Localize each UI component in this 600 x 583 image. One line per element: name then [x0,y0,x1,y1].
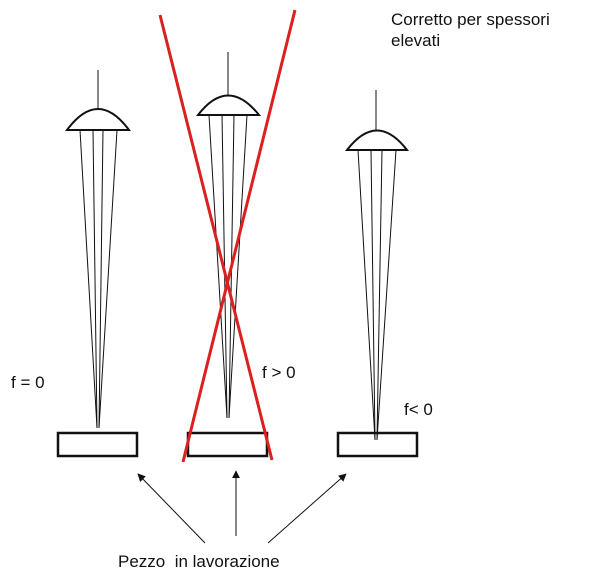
beam-ray-inner-right [376,149,383,441]
cross-line-left [158,14,274,461]
arrow-to-left-workpiece [137,473,206,544]
beam-ray-right [98,129,118,429]
lens [344,129,410,151]
cross-line-right [181,9,297,463]
workpiece [56,431,139,458]
beam-ray-right [228,114,248,419]
beam-ray-left [208,114,228,419]
f-zero-label: f = 0 [11,373,45,392]
beam-ray-inner-left [92,129,98,429]
lens [195,94,262,116]
note-label: Corretto per spessori elevati [391,10,550,51]
lens [65,108,131,131]
caption-arrows [137,470,347,544]
lens-assembly-f-zero [56,70,139,458]
lens-assembly-f-negative [336,90,419,458]
workpiece [186,431,269,458]
cross-out-mark [158,9,297,463]
beam-ray-inner-left [370,149,376,441]
beam-ray-left [79,129,98,429]
f-positive-label: f > 0 [262,363,296,382]
beam-ray-right [376,149,397,441]
arrow-to-right-workpiece [267,473,347,544]
caption-label: Pezzo in lavorazione [118,552,280,571]
f-negative-label: f< 0 [404,400,433,419]
beam-ray-inner-right [98,129,104,429]
workpiece [336,431,419,458]
beam-ray-left [357,149,376,441]
